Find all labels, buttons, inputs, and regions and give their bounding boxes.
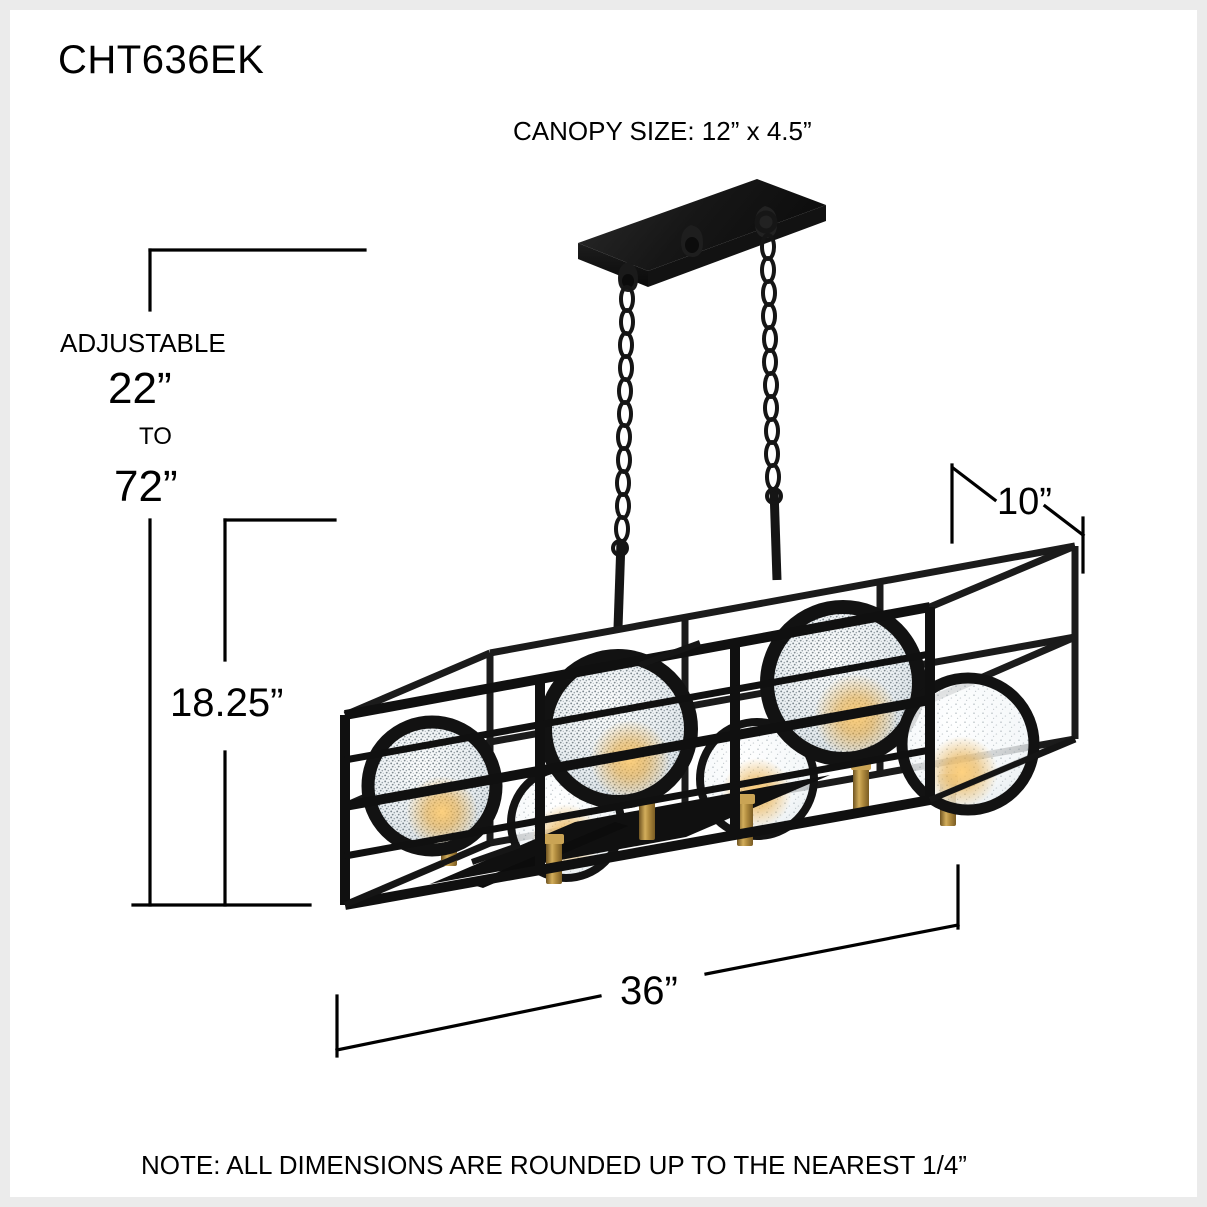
width-dim-line-right <box>704 923 960 976</box>
adjustable-min-value: 22” <box>108 364 172 413</box>
depth-dim-line-right <box>1042 503 1086 538</box>
width-dim-line-left <box>335 994 602 1052</box>
depth-dim-line-left <box>950 465 998 503</box>
canopy-size-label: CANOPY SIZE: 12” x 4.5” <box>513 116 812 146</box>
footer-note: NOTE: ALL DIMENSIONS ARE ROUNDED UP TO T… <box>141 1150 967 1180</box>
adjustable-label: ADJUSTABLE <box>60 328 226 358</box>
adjustable-max-value: 72” <box>114 462 178 511</box>
spec-sheet-canvas: CHT636EK CANOPY SIZE: 12” x 4.5” ADJUSTA… <box>10 10 1197 1197</box>
fixture-depth-dimension-label: 10” <box>997 481 1052 523</box>
fixture-width-dimension-label: 36” <box>620 969 678 1013</box>
fixture-height-dimension-label: 18.25” <box>170 681 284 725</box>
adjustable-to-label: TO <box>139 423 172 450</box>
page-title: CHT636EK <box>58 38 265 82</box>
